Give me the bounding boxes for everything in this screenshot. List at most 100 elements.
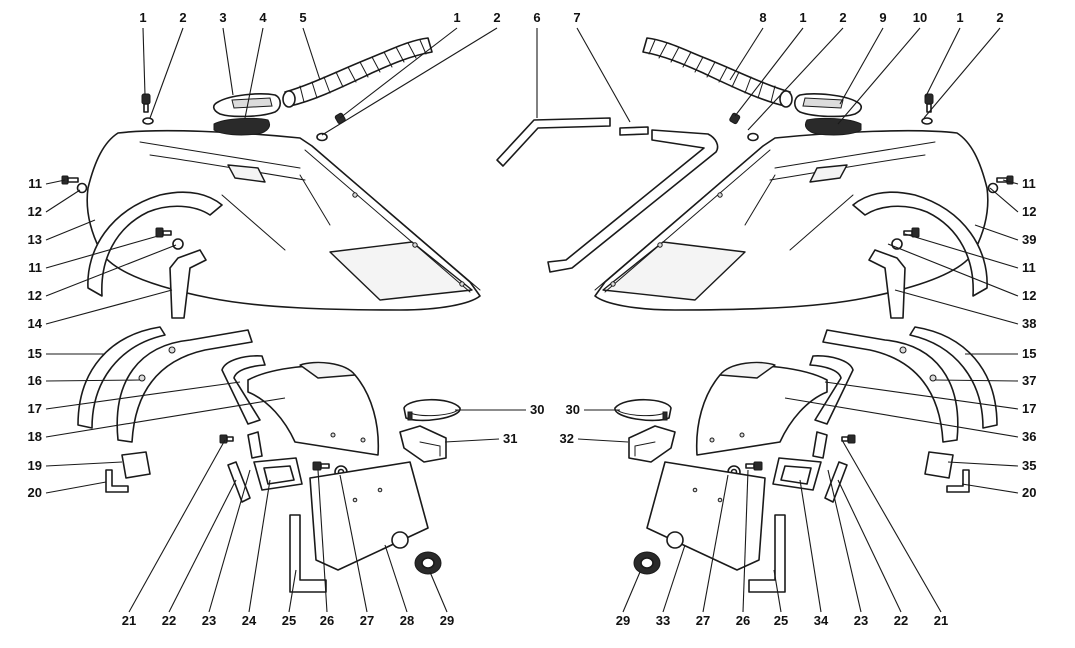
callout-number-c29a: 29	[440, 613, 454, 628]
callout-number-c1d: 1	[956, 10, 963, 25]
callout-number-c36: 36	[1022, 429, 1036, 444]
leader-line-c25b	[773, 569, 782, 613]
leader-line-c22a	[168, 479, 237, 613]
leader-line-c12d	[887, 243, 1019, 297]
leader-line-c13	[45, 219, 96, 241]
callout-number-c18: 18	[28, 429, 42, 444]
callout-number-c12d: 12	[1022, 288, 1036, 303]
callout-number-c8: 8	[759, 10, 766, 25]
leader-line-c2b	[321, 27, 498, 136]
leader-line-c38	[894, 289, 1019, 325]
callout-number-c6: 6	[533, 10, 540, 25]
leader-line-c12a	[45, 189, 81, 213]
leader-line-c5a	[302, 27, 321, 81]
leader-line-c1c	[734, 27, 804, 117]
leader-line-c26a	[317, 469, 328, 613]
leader-line-c21b	[841, 439, 942, 613]
leader-lines	[45, 27, 1019, 613]
callout-number-c32: 32	[560, 431, 574, 446]
leader-line-c34	[799, 479, 822, 613]
leader-line-c23a	[208, 469, 251, 613]
callout-number-c25a: 25	[282, 613, 296, 628]
callout-number-c1b: 1	[453, 10, 460, 25]
leader-line-c36	[784, 397, 1019, 438]
leader-line-c25a	[288, 569, 297, 613]
callout-number-c34: 34	[814, 613, 829, 628]
leader-line-c7	[576, 27, 631, 123]
callout-number-c35: 35	[1022, 458, 1036, 473]
leader-line-c19	[45, 461, 123, 467]
callout-number-c26a: 26	[320, 613, 334, 628]
callout-number-c13: 13	[28, 232, 42, 247]
callout-number-c21b: 21	[934, 613, 948, 628]
leader-line-c14	[45, 289, 173, 325]
callout-number-c16: 16	[28, 373, 42, 388]
callout-number-c39: 39	[1022, 232, 1036, 247]
callout-number-c12a: 12	[28, 204, 42, 219]
callout-number-c30b: 30	[566, 402, 580, 417]
leader-line-c18	[45, 397, 286, 438]
callout-number-c33: 33	[656, 613, 670, 628]
leader-line-c1a	[142, 27, 146, 96]
leader-line-c16	[45, 379, 141, 382]
callout-number-c2b: 2	[493, 10, 500, 25]
left-side-assembly	[61, 37, 481, 593]
callout-number-c2d: 2	[996, 10, 1003, 25]
leader-line-c1b	[339, 27, 458, 119]
callout-number-c23b: 23	[854, 613, 868, 628]
callout-number-c11d: 11	[1022, 260, 1036, 275]
callout-number-c12b: 12	[28, 288, 42, 303]
callout-number-c29b: 29	[616, 613, 630, 628]
leader-line-c22b	[837, 479, 902, 613]
callout-number-c37: 37	[1022, 373, 1036, 388]
center-tube-frame	[496, 117, 719, 273]
leader-line-c11a	[45, 179, 66, 185]
leader-line-c27b	[702, 474, 729, 613]
callout-number-c27a: 27	[360, 613, 374, 628]
leader-line-c26b	[742, 469, 749, 613]
leader-line-c28	[384, 544, 408, 613]
leader-line-c20b	[961, 483, 1019, 494]
leader-line-c10	[837, 27, 921, 125]
leader-line-c29b	[622, 571, 641, 613]
callout-number-c4a: 4	[259, 10, 267, 25]
leader-line-c32	[577, 438, 629, 443]
leader-line-c29a	[429, 571, 448, 613]
leader-line-c33	[662, 544, 686, 613]
callout-number-c7: 7	[573, 10, 580, 25]
callout-number-c5a: 5	[299, 10, 306, 25]
callout-number-c23a: 23	[202, 613, 216, 628]
callout-number-c21a: 21	[122, 613, 136, 628]
callout-number-c38: 38	[1022, 316, 1036, 331]
leader-line-c31	[444, 438, 500, 443]
right-side-assembly	[594, 37, 1014, 593]
callout-number-c1c: 1	[799, 10, 806, 25]
callout-number-c28: 28	[400, 613, 414, 628]
callout-number-c11a: 11	[28, 176, 42, 191]
callout-number-c17a: 17	[28, 401, 42, 416]
leader-line-c27a	[339, 474, 368, 613]
callout-number-c30a: 30	[530, 402, 544, 417]
leader-line-c2c	[747, 27, 844, 131]
callout-number-c26b: 26	[736, 613, 750, 628]
callout-number-c22a: 22	[162, 613, 176, 628]
callout-number-c15a: 15	[28, 346, 42, 361]
callout-number-c22b: 22	[894, 613, 908, 628]
callout-number-c2a: 2	[179, 10, 186, 25]
callout-number-c11c: 11	[1022, 176, 1036, 191]
callout-number-c15b: 15	[1022, 346, 1036, 361]
callout-number-c20a: 20	[28, 485, 42, 500]
callout-number-c9: 9	[879, 10, 886, 25]
leader-line-c11c	[1002, 179, 1019, 185]
leader-line-c9	[839, 27, 884, 105]
leader-line-c39	[974, 224, 1019, 241]
callout-number-c27b: 27	[696, 613, 710, 628]
callout-number-c20b: 20	[1022, 485, 1036, 500]
leader-line-c4a	[244, 27, 264, 119]
leader-line-c17a	[45, 381, 241, 410]
leader-line-c12c	[989, 187, 1019, 213]
leader-line-c35	[947, 461, 1019, 467]
